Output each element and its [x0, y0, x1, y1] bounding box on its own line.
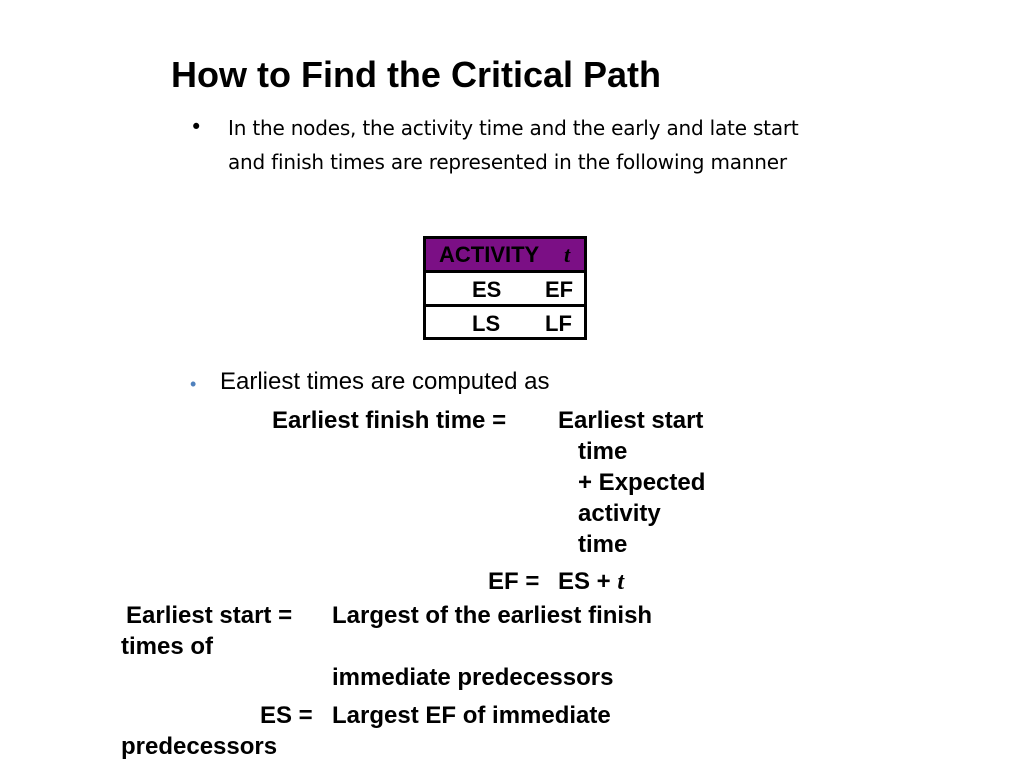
es-formula-rhs-line1: Largest of the earliest finish [332, 602, 653, 629]
bullet-text-node-representation: In the nodes, the activity time and the … [228, 116, 799, 174]
ef-formula-rhs-line5: time [578, 531, 628, 558]
es-formula-rhs-line3: immediate predecessors [332, 664, 614, 691]
es-label: ES [472, 277, 502, 302]
activity-time-symbol: t [564, 242, 571, 267]
ef-formula-rhs-line3: + Expected [578, 469, 706, 496]
ef-formula-rhs-line1: Earliest start [558, 407, 704, 434]
ef-short-rhs: ES + t [558, 566, 624, 598]
node-legend-row-late: LS LF [426, 307, 584, 341]
ef-formula-lhs: Earliest finish time = [272, 407, 507, 434]
node-legend-table: ACTIVITY t ES EF LS LF [423, 236, 587, 340]
time-symbol: t [617, 569, 625, 595]
activity-label: ACTIVITY [439, 242, 540, 267]
node-legend-row-early: ES EF [426, 273, 584, 307]
ef-short-lhs: EF = [488, 568, 540, 595]
node-legend-header: ACTIVITY t [426, 239, 584, 273]
es-formula-lhs: Earliest start = [126, 602, 293, 629]
ef-formula-rhs-line2: time [578, 438, 628, 465]
es-short-rhs-line2: predecessors [121, 733, 278, 760]
es-short-rhs-line1: Largest EF of immediate [332, 702, 611, 729]
ef-label: EF [545, 277, 574, 302]
slide-title: How to Find the Critical Path [171, 54, 662, 95]
lf-label: LF [545, 311, 572, 336]
ef-formula-rhs-line4: activity [578, 500, 661, 527]
ls-label: LS [472, 311, 501, 336]
bullet-marker-blue: • [190, 374, 197, 394]
ef-short-rhs-text: ES + [558, 568, 611, 595]
bullet-text-earliest-times: Earliest times are computed as [220, 368, 550, 395]
es-short-lhs: ES = [260, 702, 313, 729]
es-formula-rhs-line2: times of [121, 633, 214, 660]
bullet-marker: • [190, 115, 203, 139]
